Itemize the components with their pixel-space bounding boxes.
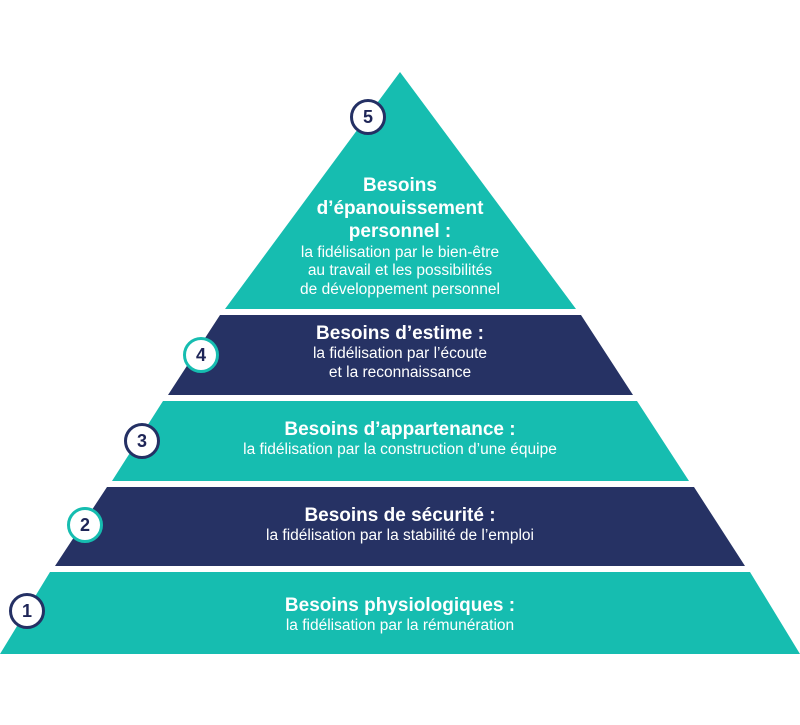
tier-5-description-line-2: au travail et les possibilités	[307, 262, 493, 280]
tier-4-band	[168, 315, 633, 395]
tier-3-band	[112, 401, 689, 481]
tier-2-title: Besoins de sécurité :	[304, 505, 496, 526]
tier-1-text: Besoins physiologiques : la fidélisation…	[150, 594, 650, 636]
tier-4-description-line-1: la fidélisation par l’écoute	[312, 345, 488, 363]
tier-1-title: Besoins physiologiques :	[284, 595, 516, 616]
tier-5-text: Besoins d’épanouissement personnel : la …	[250, 174, 550, 300]
level-3-badge: 3	[124, 423, 160, 459]
tier-5-description-line-1: la fidélisation par le bien-être	[300, 243, 500, 261]
level-1-badge: 1	[9, 593, 45, 629]
tier-5-band	[225, 72, 576, 309]
tier-4-title: Besoins d’estime :	[316, 323, 484, 344]
tier-5-description-line-3: de développement personnel	[300, 281, 500, 299]
tier-4-description-line-2: et la reconnaissance	[328, 364, 472, 382]
level-5-badge: 5	[350, 99, 386, 135]
tier-3-description: la fidélisation par la construction d’un…	[243, 441, 557, 459]
tier-5-title-line-2: d’épanouissement	[316, 198, 484, 220]
tier-2-description: la fidélisation par la stabilité de l’em…	[266, 527, 534, 545]
tier-5-title-line-1: Besoins	[363, 175, 437, 196]
level-2-badge: 2	[67, 507, 103, 543]
tier-2-band	[55, 487, 745, 566]
tier-3-title: Besoins d’appartenance :	[284, 419, 516, 440]
tier-1-band	[0, 572, 800, 654]
tier-3-text: Besoins d’appartenance : la fidélisation…	[150, 418, 650, 460]
level-4-badge: 4	[183, 337, 219, 373]
tier-1-description: la fidélisation par la rémunération	[285, 617, 515, 635]
tier-2-text: Besoins de sécurité : la fidélisation pa…	[150, 504, 650, 546]
tier-4-text: Besoins d’estime : la fidélisation par l…	[200, 322, 600, 383]
tier-5-title-line-3: personnel :	[348, 221, 452, 243]
